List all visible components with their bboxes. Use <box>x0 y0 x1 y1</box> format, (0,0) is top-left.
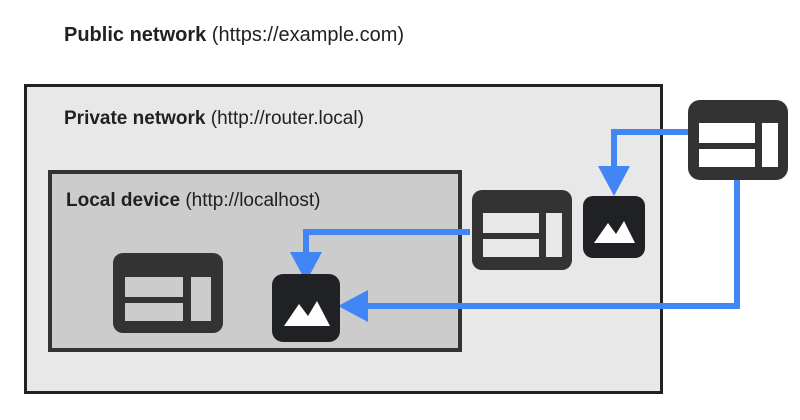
zone-label-private-strong: Private network <box>64 108 206 129</box>
zone-label-public-url: (https://example.com) <box>206 24 405 46</box>
zone-label-public-network: Public network (https://example.com) <box>64 24 404 46</box>
zone-label-local-strong: Local device <box>66 190 181 211</box>
web-page-icon[interactable] <box>472 190 572 270</box>
image-icon[interactable] <box>583 196 645 258</box>
zone-label-private-url: (http://router.local) <box>205 108 364 129</box>
zone-label-private-network: Private network (http://router.local) <box>64 108 364 130</box>
zone-label-public-strong: Public network <box>64 24 207 46</box>
image-icon[interactable] <box>272 274 340 342</box>
web-page-icon[interactable] <box>113 253 223 333</box>
zone-label-local-url: (http://localhost) <box>180 190 321 211</box>
web-page-icon[interactable] <box>688 100 788 180</box>
zone-label-local-device: Local device (http://localhost) <box>66 190 321 212</box>
